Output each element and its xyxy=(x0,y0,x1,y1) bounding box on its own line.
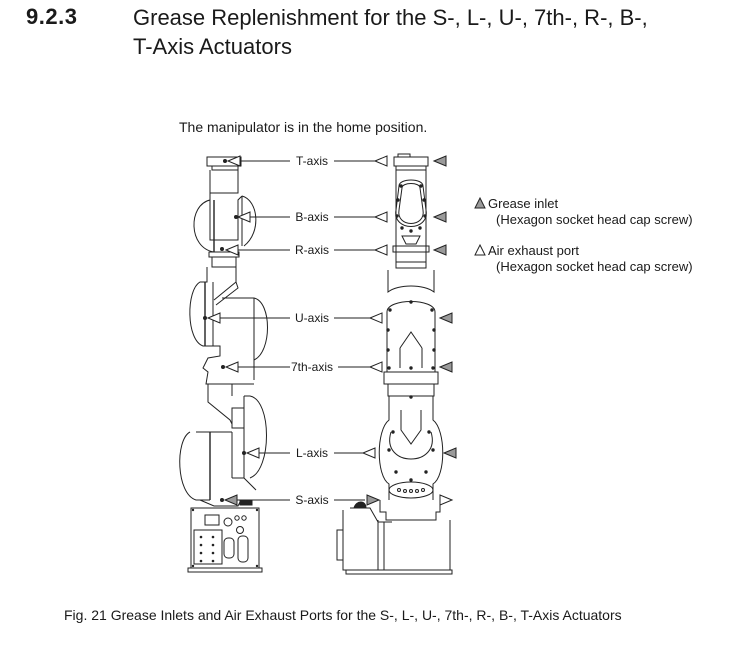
side-view-drawing xyxy=(179,156,268,573)
section-title: Grease Replenishment for the S-, L-, U-,… xyxy=(133,3,723,61)
front-inlet-marker-b xyxy=(432,211,447,223)
front-exhaust-marker-u xyxy=(368,312,383,324)
side-marker-l xyxy=(245,447,260,459)
front-exhaust-marker-s xyxy=(439,494,454,506)
axis-label-t: T-axis xyxy=(296,154,328,168)
axis-label-b: B-axis xyxy=(295,210,328,224)
side-marker-u xyxy=(206,312,221,324)
axis-label-l: L-axis xyxy=(296,446,328,460)
legend-detail: (Hexagon socket head cap screw) xyxy=(496,259,693,274)
filled-triangle-icon xyxy=(474,197,486,209)
axis-label-s: S-axis xyxy=(295,493,328,507)
side-marker-b xyxy=(236,211,251,223)
front-inlet-marker-r xyxy=(432,244,447,256)
legend-air-exhaust: Air exhaust port (Hexagon socket head ca… xyxy=(474,243,693,275)
section-title-line2: T-Axis Actuators xyxy=(133,34,292,59)
outline-triangle-icon xyxy=(474,244,486,256)
front-exhaust-marker-l xyxy=(361,447,376,459)
side-marker-s xyxy=(223,494,238,506)
legend-label: Air exhaust port xyxy=(488,243,580,258)
axis-label-r: R-axis xyxy=(295,243,329,257)
section-number: 9.2.3 xyxy=(26,4,78,29)
legend-grease-inlet: Grease inlet (Hexagon socket head cap sc… xyxy=(474,196,693,228)
front-view-drawing xyxy=(336,153,453,575)
figure-caption: Fig. 21 Grease Inlets and Air Exhaust Po… xyxy=(64,607,622,623)
section-title-line1: Grease Replenishment for the S-, L-, U-,… xyxy=(133,5,648,30)
side-marker-r xyxy=(224,244,239,256)
front-exhaust-marker-t xyxy=(373,155,388,167)
figure-note: The manipulator is in the home position. xyxy=(179,119,428,135)
front-exhaust-marker-7th xyxy=(368,361,383,373)
front-inlet-marker-t xyxy=(432,155,447,167)
front-exhaust-marker-r xyxy=(373,244,388,256)
front-inlet-marker-l xyxy=(442,447,457,459)
front-inlet-marker-s xyxy=(366,494,381,506)
front-exhaust-marker-b xyxy=(373,211,388,223)
legend-detail: (Hexagon socket head cap screw) xyxy=(496,212,693,227)
axis-label-7th: 7th-axis xyxy=(291,360,333,374)
side-marker-7th xyxy=(224,361,239,373)
front-inlet-marker-u xyxy=(438,312,453,324)
legend-label: Grease inlet xyxy=(488,196,559,211)
front-inlet-marker-7th xyxy=(438,361,453,373)
axis-label-u: U-axis xyxy=(295,311,329,325)
